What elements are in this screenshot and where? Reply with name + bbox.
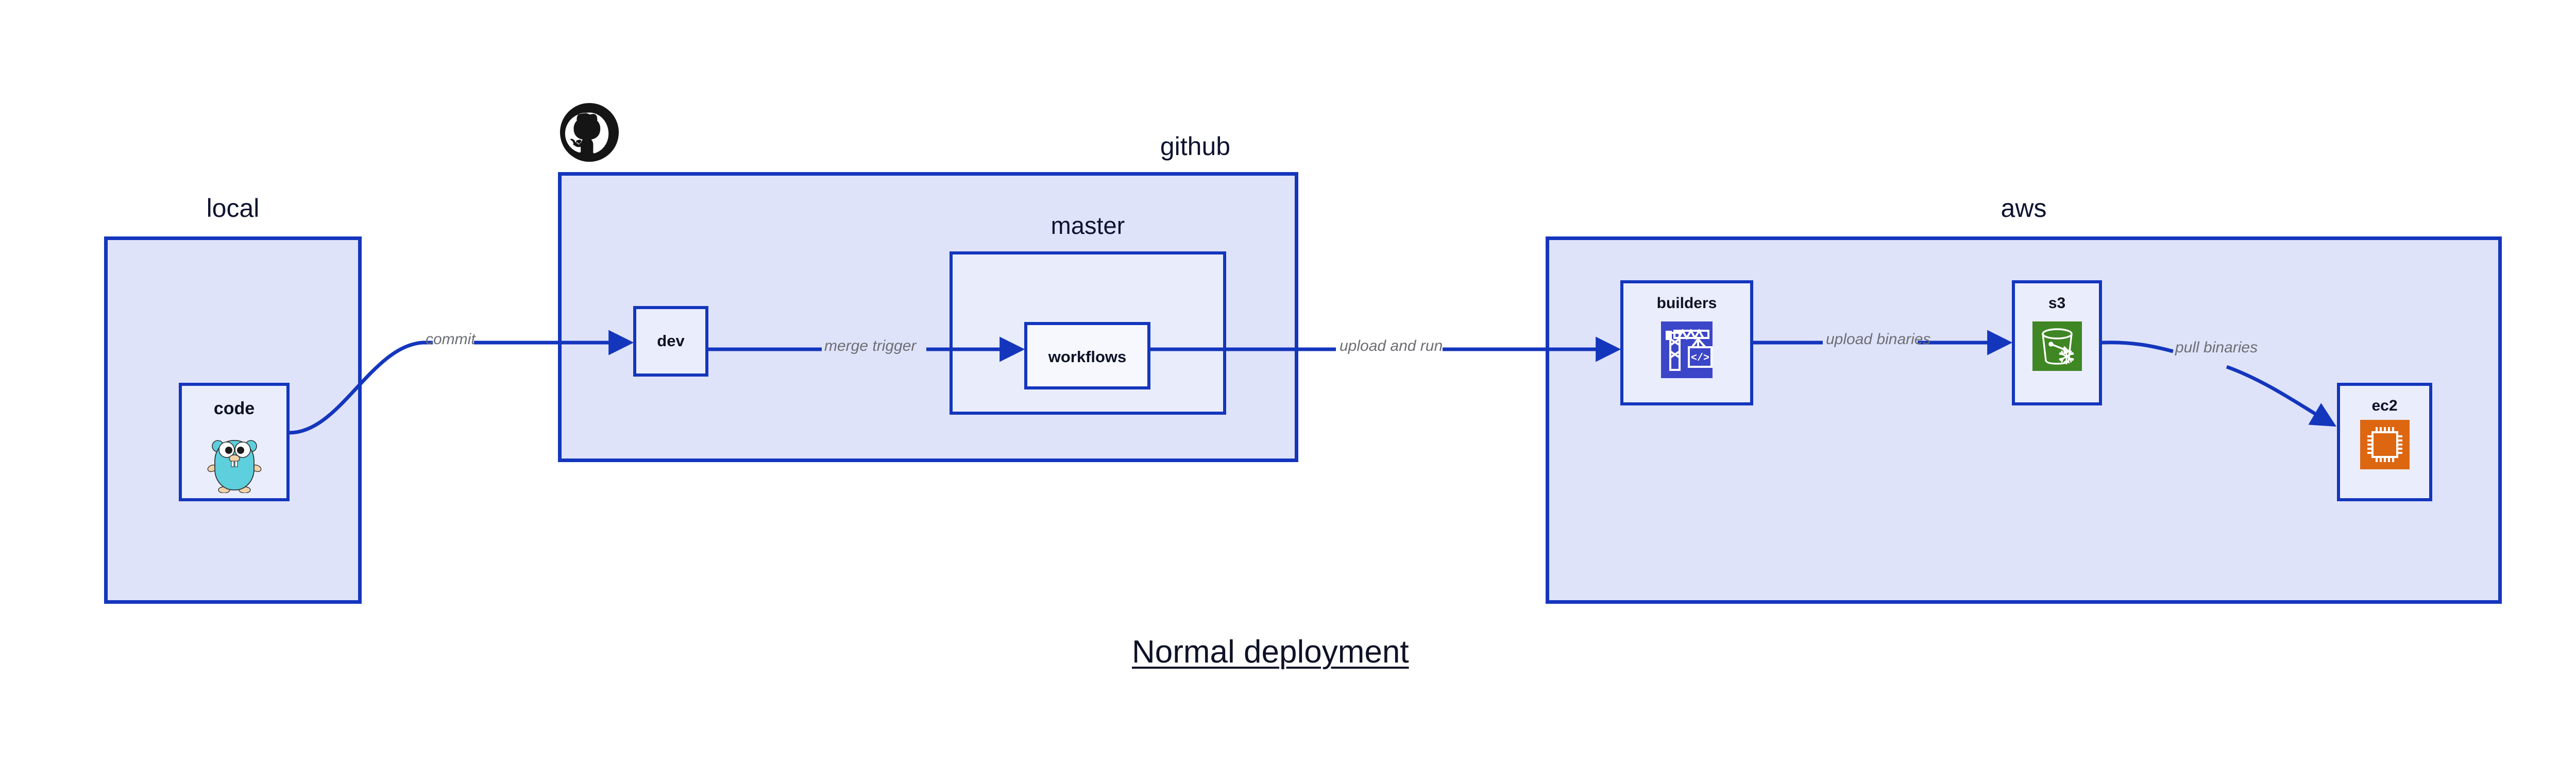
edge-label-pull-binaries: pull binaries [2175,339,2258,356]
group-label-local: local [206,194,260,223]
edge-label-upload-and-run: upload and run [1340,337,1443,354]
edge-label-upload-binaries: upload binaries [1826,331,1931,348]
node-label-code: code [213,399,255,418]
go-gopher-icon [204,431,265,494]
node-label-s3: s3 [2048,295,2066,312]
diagram-title: Normal deployment [1132,634,1409,670]
node-box-code[interactable]: code [179,383,290,501]
node-box-workflows[interactable]: workflows [1024,322,1150,389]
github-octocat-icon [557,100,621,164]
node-box-dev[interactable]: dev [633,306,708,377]
aws-ec2-chip-icon [2360,420,2410,469]
edge-label-commit: commit [426,331,476,348]
node-box-s3[interactable]: s3 [2012,280,2102,405]
node-box-ec2[interactable]: ec2 [2337,383,2432,501]
group-label-aws: aws [2001,194,2047,223]
group-label-master: master [1050,212,1125,239]
node-label-ec2: ec2 [2371,397,2398,414]
aws-codebuild-crane-icon: </> [1661,321,1713,378]
edge-label-merge-trigger: merge trigger [824,337,917,354]
node-label-builders: builders [1656,295,1717,312]
group-label-github: github [1160,132,1231,161]
node-box-builders[interactable]: builders [1620,280,1753,405]
node-label-dev: dev [657,332,685,350]
aws-s3-bucket-icon [2032,321,2082,371]
svg-text:</>: </> [1691,352,1709,364]
node-label-workflows: workflows [1048,348,1127,366]
